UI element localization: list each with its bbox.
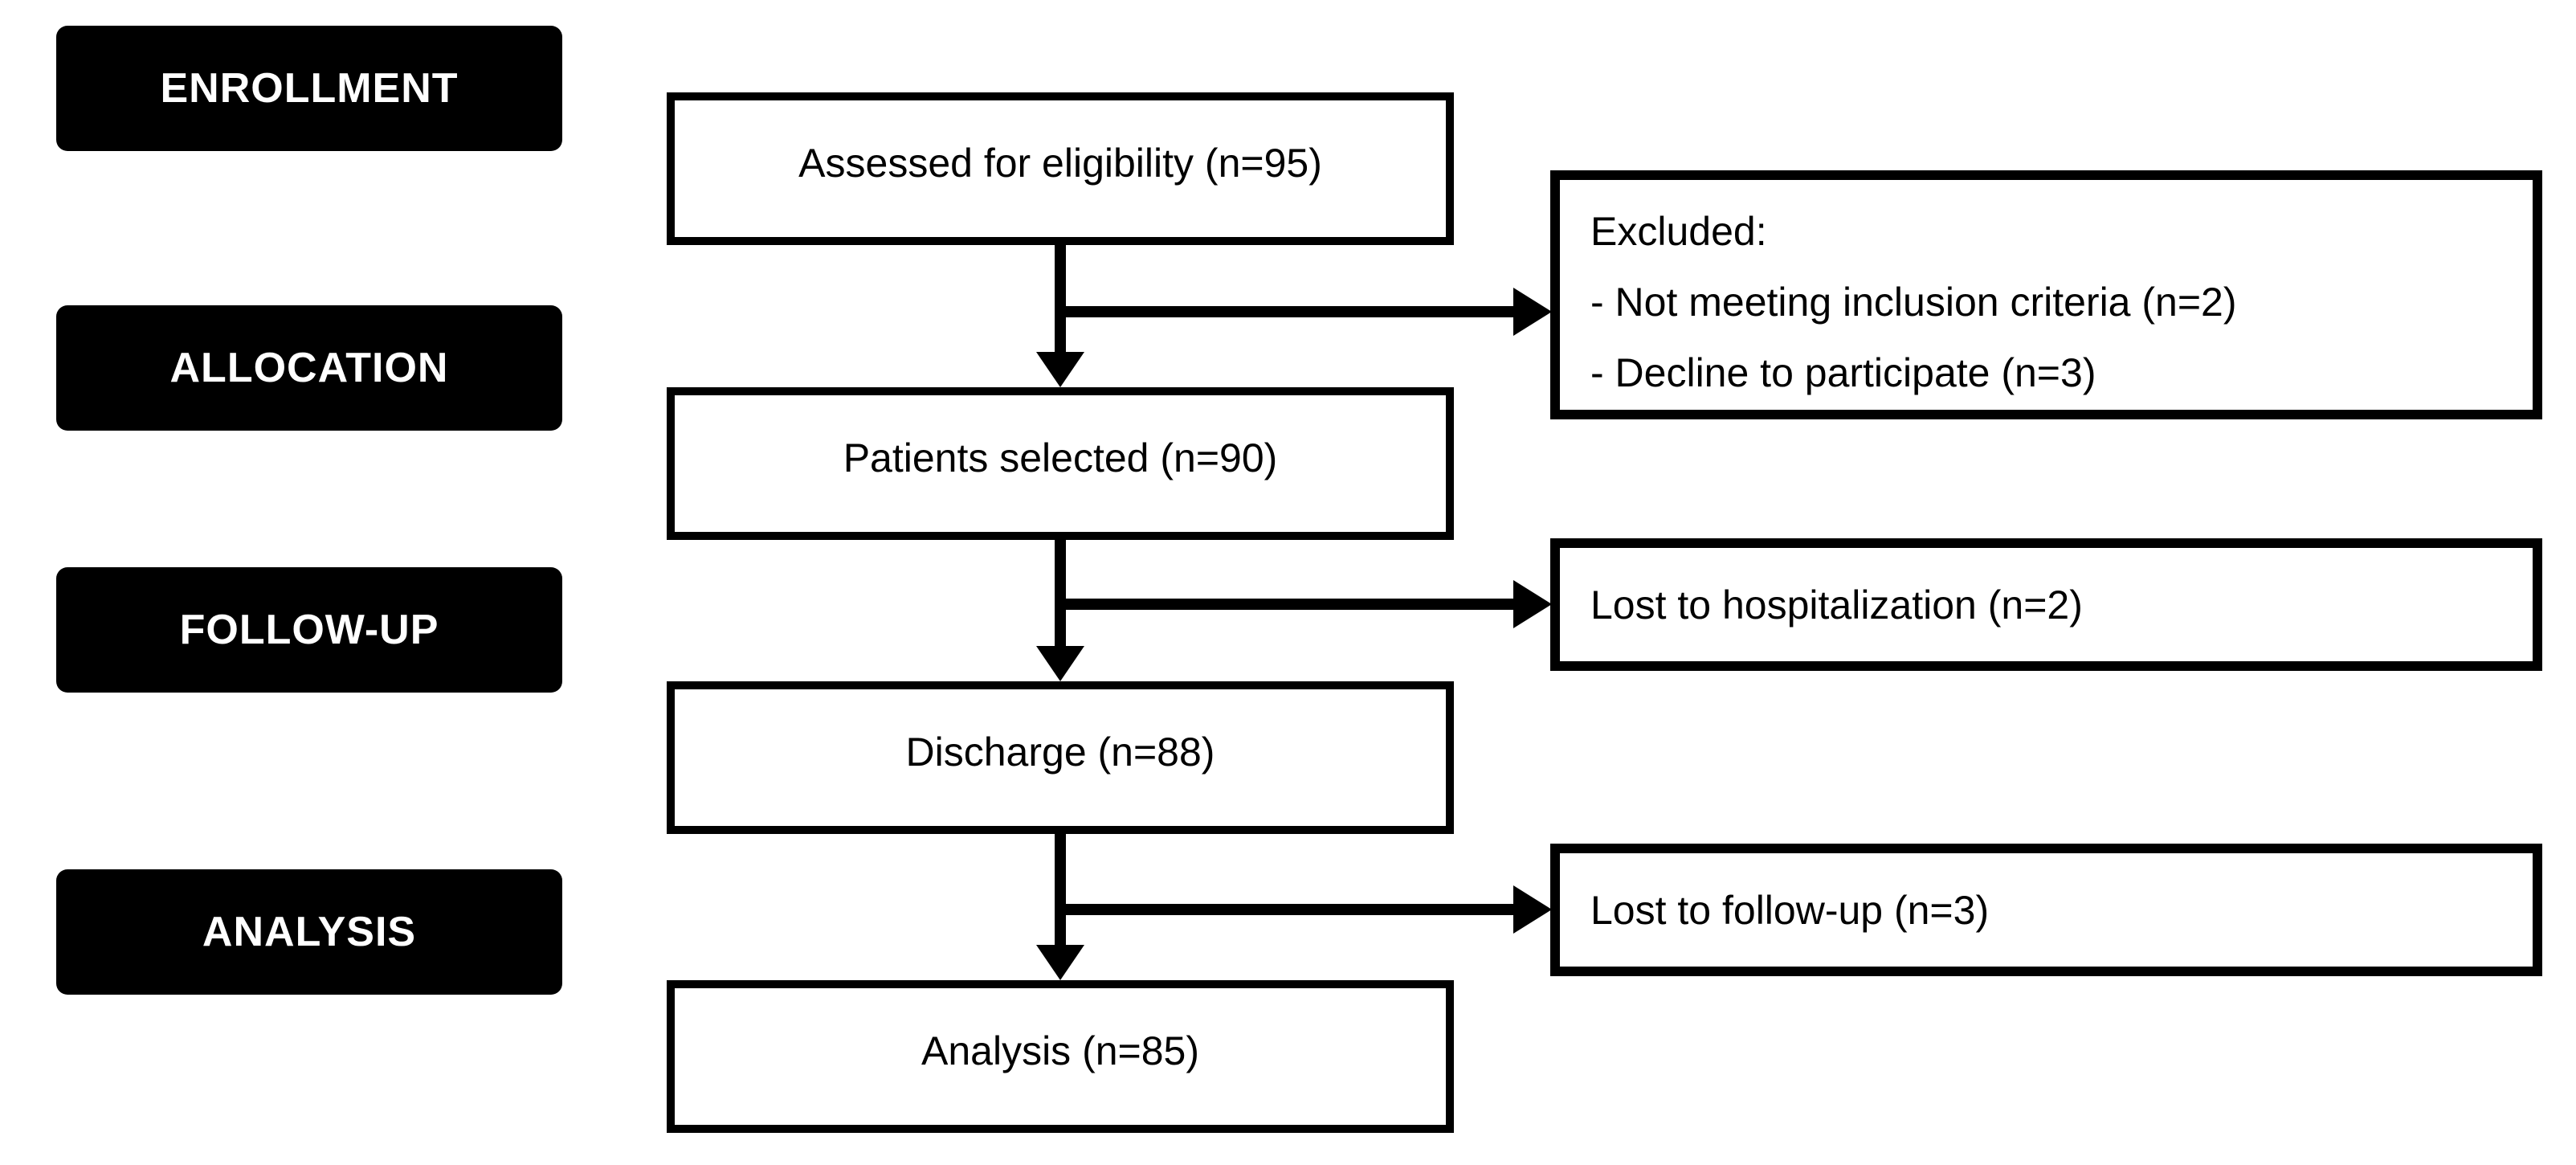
stage-label-enrollment: ENROLLMENT bbox=[160, 65, 459, 112]
stage-label-analysis: ANALYSIS bbox=[202, 909, 417, 955]
stage-box-enrollment: ENROLLMENT bbox=[56, 26, 562, 151]
arrowhead-right-lost-to-follow-up-icon bbox=[1513, 885, 1552, 934]
side-box-lost-to-follow-up: Lost to follow-up (n=3) bbox=[1550, 844, 2542, 976]
side-box-excluded: Excluded: - Not meeting inclusion criter… bbox=[1550, 170, 2542, 419]
flow-box-analysis: Analysis (n=85) bbox=[667, 980, 1454, 1133]
branch-line-lost-to-follow-up bbox=[1055, 904, 1517, 915]
flow-box-discharge-label: Discharge (n=88) bbox=[905, 730, 1215, 775]
arrowhead-down-selected-icon bbox=[1036, 352, 1084, 387]
arrowhead-right-excluded-icon bbox=[1513, 288, 1552, 336]
lost-to-hospitalization-label: Lost to hospitalization (n=2) bbox=[1590, 582, 2083, 627]
flow-box-discharge: Discharge (n=88) bbox=[667, 681, 1454, 834]
excluded-reason-1: - Not meeting inclusion criteria (n=2) bbox=[1590, 280, 2237, 325]
connector-assessed-to-selected bbox=[1055, 243, 1066, 356]
branch-line-lost-to-hospitalization bbox=[1055, 599, 1517, 610]
stage-box-analysis: ANALYSIS bbox=[56, 869, 562, 995]
arrowhead-down-analysis-icon bbox=[1036, 945, 1084, 980]
stage-label-allocation: ALLOCATION bbox=[169, 345, 449, 391]
flow-box-assessed-label: Assessed for eligibility (n=95) bbox=[798, 141, 1322, 186]
flow-box-assessed: Assessed for eligibility (n=95) bbox=[667, 92, 1454, 245]
flow-box-analysis-label: Analysis (n=85) bbox=[921, 1028, 1199, 1073]
lost-to-follow-up-label: Lost to follow-up (n=3) bbox=[1590, 887, 1990, 933]
side-box-lost-to-hospitalization: Lost to hospitalization (n=2) bbox=[1550, 538, 2542, 671]
excluded-title: Excluded: bbox=[1590, 209, 1767, 254]
flow-box-patients-selected: Patients selected (n=90) bbox=[667, 387, 1454, 540]
arrowhead-right-lost-to-hospitalization-icon bbox=[1513, 580, 1552, 628]
connector-discharge-to-analysis bbox=[1055, 832, 1066, 948]
stage-box-follow-up: FOLLOW-UP bbox=[56, 567, 562, 693]
stage-label-follow-up: FOLLOW-UP bbox=[179, 607, 439, 653]
arrowhead-down-discharge-icon bbox=[1036, 646, 1084, 681]
stage-box-allocation: ALLOCATION bbox=[56, 305, 562, 431]
flow-box-patients-selected-label: Patients selected (n=90) bbox=[843, 435, 1278, 480]
branch-line-excluded bbox=[1055, 306, 1517, 317]
excluded-reason-2: - Decline to participate (n=3) bbox=[1590, 350, 2096, 395]
connector-selected-to-discharge bbox=[1055, 538, 1066, 649]
